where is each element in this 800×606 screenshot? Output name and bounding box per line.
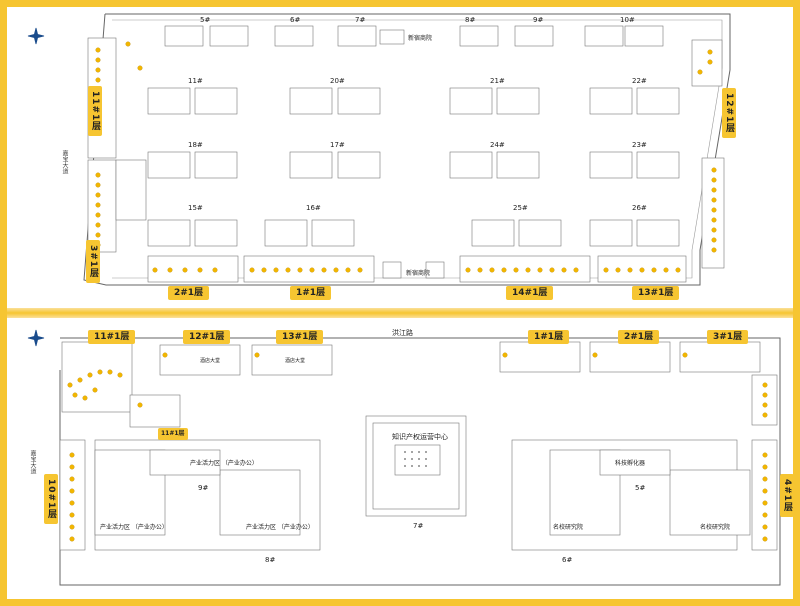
label-top-center: 新宿商院: [408, 35, 433, 42]
bldg-18: 18#: [188, 141, 203, 149]
road-top-bottom: 洪江路: [392, 329, 413, 337]
bldg-16: 16#: [306, 204, 321, 212]
bldg-22: 22#: [632, 77, 647, 85]
area-industry-3: 产业活力区 （产业办公）: [246, 524, 314, 531]
area-research-1: 名校研究院: [553, 524, 584, 531]
bldg-7: 7#: [355, 16, 366, 24]
bldg-5: 5#: [200, 16, 211, 24]
floor-tag-1-1[interactable]: 1#1层: [290, 286, 332, 300]
floor-tag-b-1-1[interactable]: 1#1层: [528, 330, 570, 344]
area-incubator: 科技孵化器: [615, 460, 646, 467]
floor-tag-12-1[interactable]: 12#1层: [722, 88, 736, 139]
area-industry-1: 产业活力区 （产业办公）: [190, 460, 258, 467]
floor-tag-b-2-1[interactable]: 2#1层: [618, 330, 660, 344]
floor-tag-b-3-1[interactable]: 3#1层: [707, 330, 749, 344]
bldg-9: 9#: [533, 16, 544, 24]
bldg-17: 17#: [330, 141, 345, 149]
bldg-21: 21#: [490, 77, 505, 85]
road-left-bottom: 嘉宝大道: [29, 450, 36, 474]
floor-tag-b-12-1[interactable]: 12#1层: [183, 330, 231, 344]
bldg-23: 23#: [632, 141, 647, 149]
bldg-b-5: 5#: [635, 484, 646, 492]
hall-label-2: 酒店大堂: [285, 358, 306, 364]
bldg-b-6: 6#: [562, 556, 573, 564]
area-ip-center: 知识产权运营中心: [392, 433, 448, 441]
floor-tag-b-4-1[interactable]: 4#1层: [780, 474, 794, 518]
bldg-b-7: 7#: [413, 522, 424, 530]
road-left-top: 嘉宝大道: [61, 150, 68, 174]
floor-tag-3-1-top[interactable]: 3#1层: [86, 240, 100, 284]
bldg-b-9: 9#: [198, 484, 209, 492]
floor-tag-b-10-1[interactable]: 10#1层: [44, 474, 58, 525]
bldg-6: 6#: [290, 16, 301, 24]
floor-tag-11-1-top[interactable]: 11#1层: [88, 86, 102, 137]
hall-label-1: 酒店大堂: [200, 358, 221, 364]
bldg-11: 11#: [188, 77, 203, 85]
floor-tag-14-1[interactable]: 14#1层: [506, 286, 554, 300]
bldg-24: 24#: [490, 141, 505, 149]
bldg-20: 20#: [330, 77, 345, 85]
small-floor-tag[interactable]: 11#1层: [158, 428, 188, 440]
bldg-8: 8#: [465, 16, 476, 24]
section-divider: [7, 308, 793, 318]
bldg-b-8: 8#: [265, 556, 276, 564]
bldg-25: 25#: [513, 204, 528, 212]
area-research-2: 名校研究院: [700, 524, 731, 531]
floor-tag-b-11-1[interactable]: 11#1层: [88, 330, 136, 344]
bldg-26: 26#: [632, 204, 647, 212]
area-industry-2: 产业活力区 （产业办公）: [100, 524, 168, 531]
floor-tag-b-13-1[interactable]: 13#1层: [276, 330, 324, 344]
compass-icon-bottom: [28, 330, 44, 346]
label-mid-right: 新宿商院: [406, 270, 431, 277]
floor-tag-2-1[interactable]: 2#1层: [168, 286, 210, 300]
bldg-10: 10#: [620, 16, 635, 24]
floor-tag-13-1[interactable]: 13#1层: [632, 286, 680, 300]
compass-icon-top: [28, 28, 44, 44]
bldg-15: 15#: [188, 204, 203, 212]
